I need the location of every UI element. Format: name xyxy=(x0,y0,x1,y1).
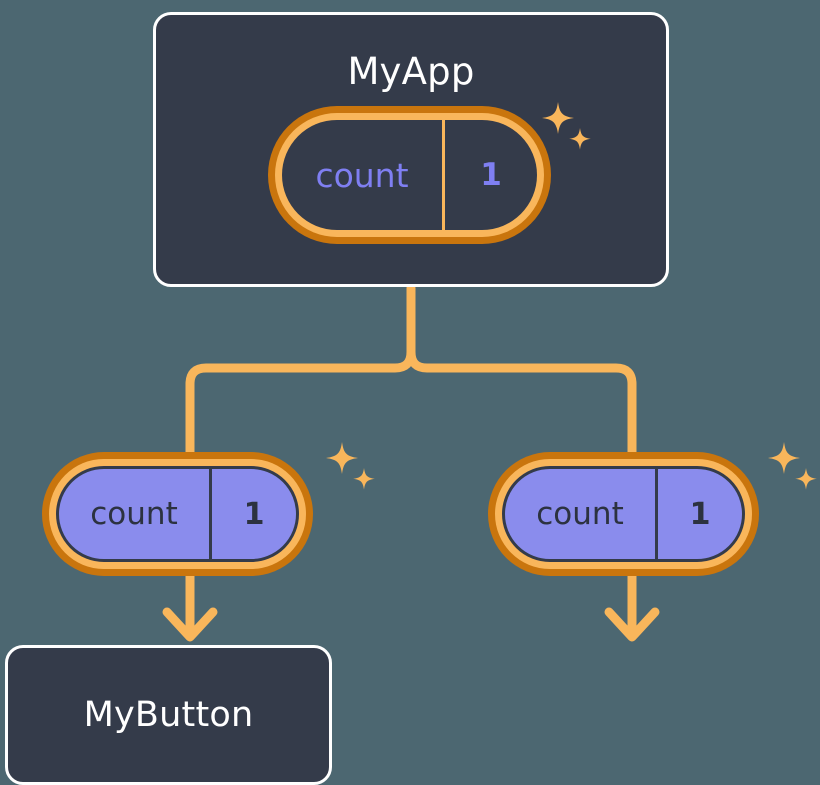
component-node-mybutton-0[interactable]: MyButton xyxy=(5,645,332,785)
pill-body: count 1 xyxy=(282,120,537,230)
state-value: 1 xyxy=(480,157,502,193)
pill-outer-ring: count 1 xyxy=(42,452,313,576)
sparkle-small-icon xyxy=(795,468,817,490)
component-title: MyApp xyxy=(347,50,475,93)
sparkle-icon xyxy=(326,442,358,474)
state-key: count xyxy=(505,469,658,559)
state-value: 1 xyxy=(243,496,265,532)
pill-inner-ring: count 1 xyxy=(495,459,752,569)
state-key: count xyxy=(282,120,445,230)
sparkle-group-child-1 xyxy=(768,442,817,490)
state-pill-root[interactable]: count 1 xyxy=(268,106,551,244)
pill-outer-ring: count 1 xyxy=(268,106,551,244)
sparkle-icon xyxy=(768,442,800,474)
pill-inner-ring: count 1 xyxy=(275,113,544,237)
state-value: 1 xyxy=(689,496,711,532)
pill-body: count 1 xyxy=(502,466,745,562)
arrow-down-head-icon xyxy=(604,607,660,642)
sparkle-group-child-0 xyxy=(326,442,375,490)
pill-inner-ring: count 1 xyxy=(49,459,306,569)
pill-outer-ring: count 1 xyxy=(488,452,759,576)
arrow-down-head-icon xyxy=(162,607,218,642)
component-title: MyButton xyxy=(83,695,254,735)
pill-body: count 1 xyxy=(56,466,299,562)
state-key: count xyxy=(59,469,212,559)
state-pill-child-0[interactable]: count 1 xyxy=(42,452,313,576)
sparkle-small-icon xyxy=(353,468,375,490)
state-pill-child-1[interactable]: count 1 xyxy=(488,452,759,576)
branch-connector-icon xyxy=(185,283,637,457)
